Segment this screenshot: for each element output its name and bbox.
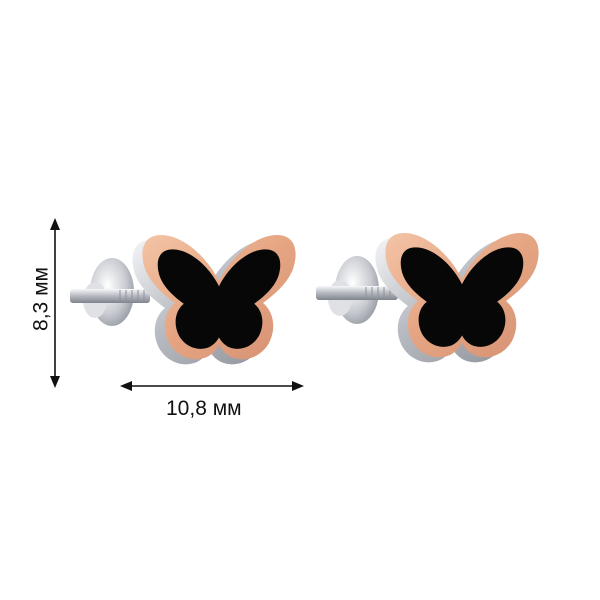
right-earring [316, 233, 539, 363]
height-dimension-label: 8,3 мм [29, 267, 53, 331]
left-earring [70, 235, 296, 365]
height-dimension-line [50, 218, 60, 388]
width-dimension-label: 10,8 мм [166, 397, 242, 420]
width-dimension-line [120, 381, 304, 391]
left-earring-back [70, 258, 150, 326]
right-earring-back [316, 256, 398, 324]
